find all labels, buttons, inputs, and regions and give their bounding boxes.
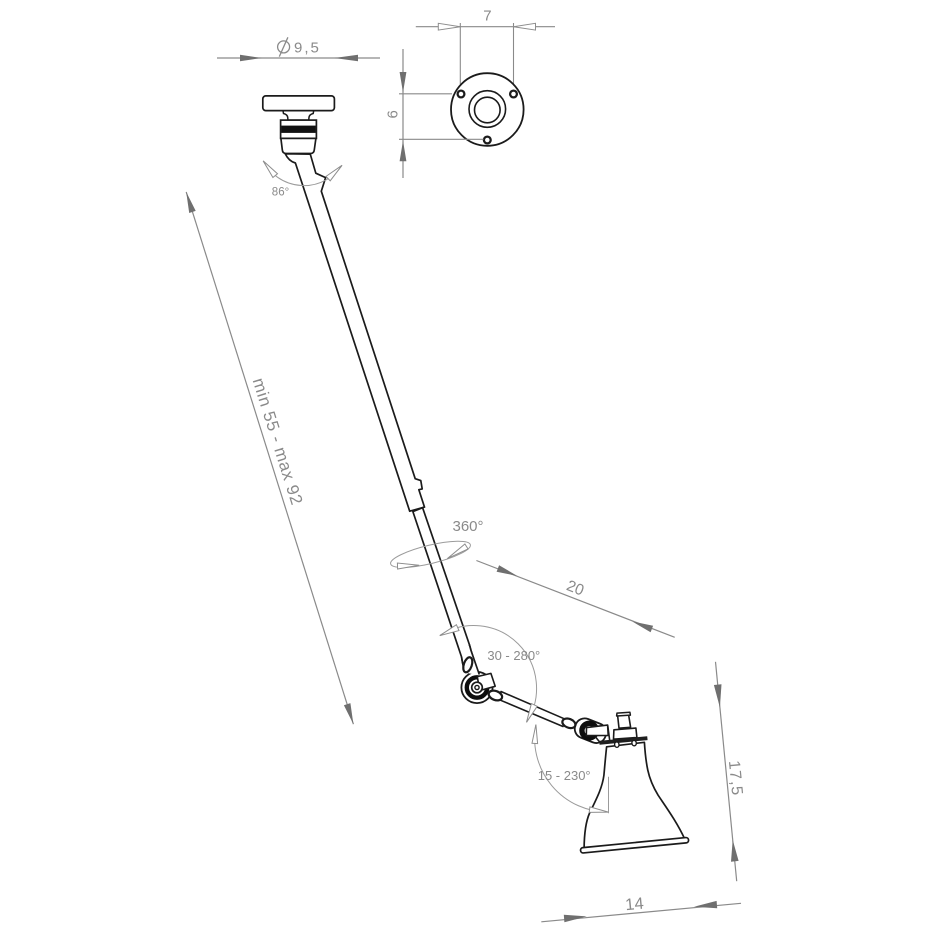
svg-text:9,5: 9,5 — [294, 39, 321, 56]
svg-text:20: 20 — [564, 577, 587, 599]
svg-text:17,5: 17,5 — [725, 760, 745, 797]
svg-text:6: 6 — [385, 110, 402, 118]
svg-text:360°: 360° — [452, 518, 483, 535]
svg-text:14: 14 — [625, 895, 645, 915]
svg-text:30 - 280°: 30 - 280° — [487, 648, 540, 663]
svg-text:7: 7 — [483, 7, 491, 24]
svg-text:86°: 86° — [272, 187, 289, 199]
svg-text:15 - 230°: 15 - 230° — [538, 768, 591, 783]
